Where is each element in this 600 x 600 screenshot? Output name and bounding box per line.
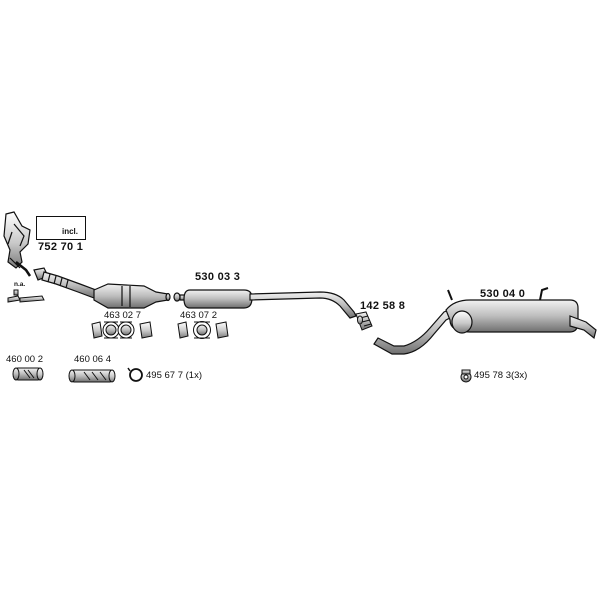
pipe-460-00-2-label: 460 00 2: [6, 354, 43, 365]
catalytic-converter: [93, 283, 171, 309]
connector-label: 142 58 8: [360, 300, 406, 312]
front-silencer-label: 530 03 3: [195, 271, 241, 283]
lambda-sensor: [7, 289, 45, 303]
rear-silencer: [373, 287, 597, 355]
pipe-460-06-4-label: 460 06 4: [74, 354, 111, 365]
manifold-kit-label: 752 70 1: [38, 241, 84, 253]
pipe-460-06-4: [68, 369, 116, 383]
exhaust-manifold: [3, 211, 32, 277]
front-silencer: [173, 289, 357, 319]
not-available-label: n.a.: [14, 281, 26, 288]
rear-silencer-label: 530 04 0: [480, 288, 526, 300]
hanger-label: 495 78 3(3x): [474, 370, 528, 381]
included-kit-box: incl.: [36, 216, 86, 240]
connector-pipe: [355, 311, 373, 331]
middle-clamp-kit-label: 463 07 2: [180, 310, 217, 321]
front-pipe: [33, 267, 97, 299]
rubber-hanger-icon: [460, 369, 472, 383]
incl-label: incl.: [62, 227, 79, 236]
rubber-ring-label: 495 67 7 (1x): [146, 370, 202, 381]
pipe-460-00-2: [12, 367, 44, 381]
front-clamp-kit: [91, 321, 153, 339]
front-clamp-kit-label: 463 02 7: [104, 310, 141, 321]
rubber-ring-icon: [127, 367, 143, 382]
middle-clamp-kit: [177, 321, 229, 339]
